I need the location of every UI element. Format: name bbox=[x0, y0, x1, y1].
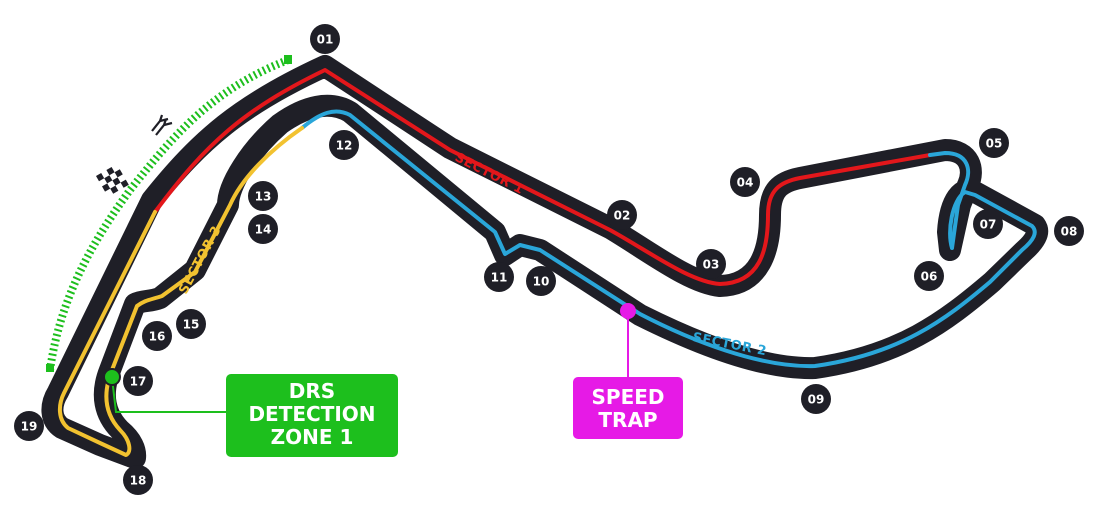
turn-badge-circle bbox=[730, 167, 760, 197]
sector-3-label: SECTOR 3 bbox=[176, 223, 225, 297]
turn-19-badge: 19 bbox=[14, 411, 44, 441]
turn-number: 02 bbox=[614, 209, 631, 223]
turn-06-badge: 06 bbox=[914, 261, 944, 291]
direction-arrows-icon bbox=[151, 114, 173, 136]
turn-badge-circle bbox=[1054, 216, 1084, 246]
turn-badge-circle bbox=[607, 200, 637, 230]
turn-number: 16 bbox=[149, 330, 166, 344]
sector-lines bbox=[57, 68, 1037, 457]
turn-15-badge: 15 bbox=[176, 309, 206, 339]
sector-3-line bbox=[57, 126, 304, 457]
turn-badge-circle bbox=[484, 262, 514, 292]
drs-label-line2: DETECTION bbox=[248, 402, 375, 426]
turn-number: 09 bbox=[808, 393, 825, 407]
turn-badge-circle bbox=[176, 309, 206, 339]
turn-number: 19 bbox=[21, 420, 38, 434]
turn-12-badge: 12 bbox=[329, 130, 359, 160]
drs-zone-start-marker bbox=[46, 364, 54, 372]
turn-number: 06 bbox=[921, 270, 938, 284]
turn-number: 07 bbox=[980, 218, 997, 232]
turn-number: 11 bbox=[491, 271, 508, 285]
turn-07-badge: 07 bbox=[973, 209, 1003, 239]
turn-badge-circle bbox=[123, 366, 153, 396]
turn-09-badge: 09 bbox=[801, 384, 831, 414]
turn-badge-circle bbox=[310, 24, 340, 54]
sector-1-line bbox=[153, 68, 932, 286]
turn-13-badge: 13 bbox=[248, 181, 278, 211]
turn-08-badge: 08 bbox=[1054, 216, 1084, 246]
turn-badge-circle bbox=[248, 214, 278, 244]
turn-03-badge: 03 bbox=[696, 249, 726, 279]
turn-number: 12 bbox=[336, 139, 353, 153]
turn-05-badge: 05 bbox=[979, 128, 1009, 158]
drs-zone-end-marker bbox=[284, 55, 292, 64]
turn-number: 08 bbox=[1061, 225, 1078, 239]
drs-detection-box bbox=[226, 374, 398, 457]
turn-badge-circle bbox=[142, 321, 172, 351]
speed-trap-label-line1: SPEED bbox=[592, 385, 665, 409]
turn-number: 18 bbox=[130, 474, 147, 488]
drs-connector-line bbox=[111, 377, 228, 413]
drs-label-line1: DRS bbox=[289, 379, 335, 403]
turn-number: 05 bbox=[986, 137, 1003, 151]
turn-badge-circle bbox=[914, 261, 944, 291]
drs-detection: DRS DETECTION ZONE 1 bbox=[103, 368, 398, 457]
turn-badge-circle bbox=[329, 130, 359, 160]
turn-badges: 01 02 03 04 05 06 07 08 09 10 11 12 13 14 15 16 17 18 19 bbox=[14, 24, 1084, 495]
turn-badge-circle bbox=[973, 209, 1003, 239]
checkered-flag-icon bbox=[96, 167, 129, 194]
turn-number: 14 bbox=[255, 223, 272, 237]
turn-badge-circle bbox=[14, 411, 44, 441]
speed-trap-point bbox=[620, 303, 636, 319]
turn-02-badge: 02 bbox=[607, 200, 637, 230]
turn-number: 15 bbox=[183, 318, 200, 332]
turn-number: 04 bbox=[737, 176, 754, 190]
turn-18-badge: 18 bbox=[123, 465, 153, 495]
turn-11-badge: 11 bbox=[484, 262, 514, 292]
sector-2-line bbox=[300, 109, 1037, 369]
turn-number: 10 bbox=[533, 275, 550, 289]
turn-badge-circle bbox=[801, 384, 831, 414]
turn-17-badge: 17 bbox=[123, 366, 153, 396]
turn-number: 03 bbox=[703, 258, 720, 272]
turn-10-badge: 10 bbox=[526, 266, 556, 296]
turn-badge-circle bbox=[526, 266, 556, 296]
drs-zone-arc bbox=[46, 56, 290, 371]
turn-04-badge: 04 bbox=[730, 167, 760, 197]
drs-label-line3: ZONE 1 bbox=[271, 425, 354, 449]
turn-badge-circle bbox=[696, 249, 726, 279]
drs-detection-point bbox=[103, 368, 121, 386]
turn-number: 17 bbox=[130, 375, 147, 389]
turn-badge-circle bbox=[123, 465, 153, 495]
turn-01-badge: 01 bbox=[310, 24, 340, 54]
turn-number: 01 bbox=[317, 33, 334, 47]
turn-badge-circle bbox=[979, 128, 1009, 158]
speed-trap-label-line2: TRAP bbox=[598, 408, 657, 432]
turn-16-badge: 16 bbox=[142, 321, 172, 351]
turn-badge-circle bbox=[248, 181, 278, 211]
turn-number: 13 bbox=[255, 190, 272, 204]
speed-trap: SPEED TRAP bbox=[573, 303, 683, 439]
drs-zone bbox=[46, 55, 292, 372]
speed-trap-box bbox=[573, 377, 683, 439]
turn-14-badge: 14 bbox=[248, 214, 278, 244]
